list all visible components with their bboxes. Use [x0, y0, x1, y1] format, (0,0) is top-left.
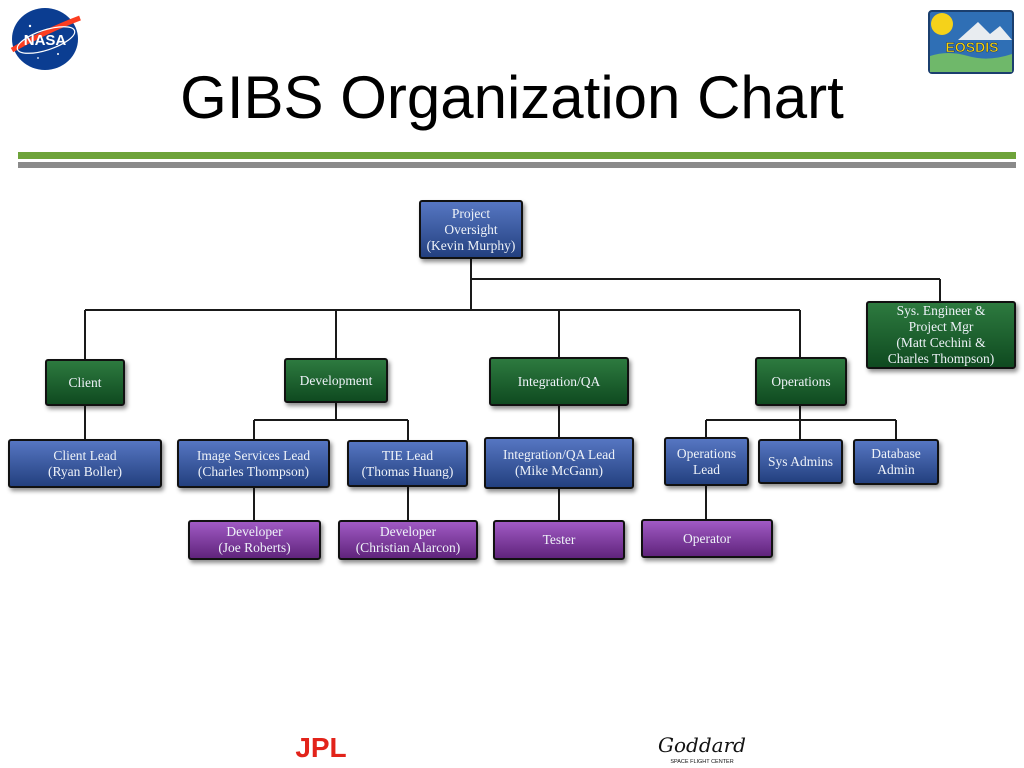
org-box-developer-joe-roberts: Developer(Joe Roberts) — [188, 520, 321, 560]
nasa-logo: NASA — [10, 8, 81, 70]
org-box-operator: Operator — [641, 519, 773, 558]
org-box-image-services-lead: Image Services Lead(Charles Thompson) — [177, 439, 330, 488]
eosdis-logo-text: EOSDIS — [946, 39, 999, 55]
goddard-logo-text: Goddard — [658, 733, 746, 757]
org-box-sys-admins: Sys Admins — [758, 439, 843, 484]
eosdis-logo: EOSDIS — [928, 10, 1014, 74]
jpl-logo: JPL — [295, 733, 346, 761]
jpl-logo-text: JPL — [295, 733, 346, 761]
org-box-sys-engineer-project-mgr: Sys. Engineer &Project Mgr(Matt Cechini … — [866, 301, 1016, 369]
org-box-client: Client — [45, 359, 125, 406]
org-box-operations: Operations — [755, 357, 847, 406]
org-box-integration-qa: Integration/QA — [489, 357, 629, 406]
header-rule-green — [18, 152, 1016, 159]
nasa-logo-text: NASA — [24, 32, 67, 49]
goddard-logo: Goddard SPACE FLIGHT CENTER — [658, 733, 746, 765]
header-rule-gray — [18, 162, 1016, 168]
org-box-tester: Tester — [493, 520, 625, 560]
org-box-development: Development — [284, 358, 388, 403]
org-box-client-lead: Client Lead(Ryan Boller) — [8, 439, 162, 488]
goddard-logo-subtext: SPACE FLIGHT CENTER — [670, 759, 733, 765]
page-title: GIBS Organization Chart — [180, 64, 844, 131]
org-box-integration-qa-lead: Integration/QA Lead(Mike McGann) — [484, 437, 634, 489]
org-box-developer-christian-alarcon: Developer(Christian Alarcon) — [338, 520, 478, 560]
org-box-tie-lead: TIE Lead(Thomas Huang) — [347, 440, 468, 487]
